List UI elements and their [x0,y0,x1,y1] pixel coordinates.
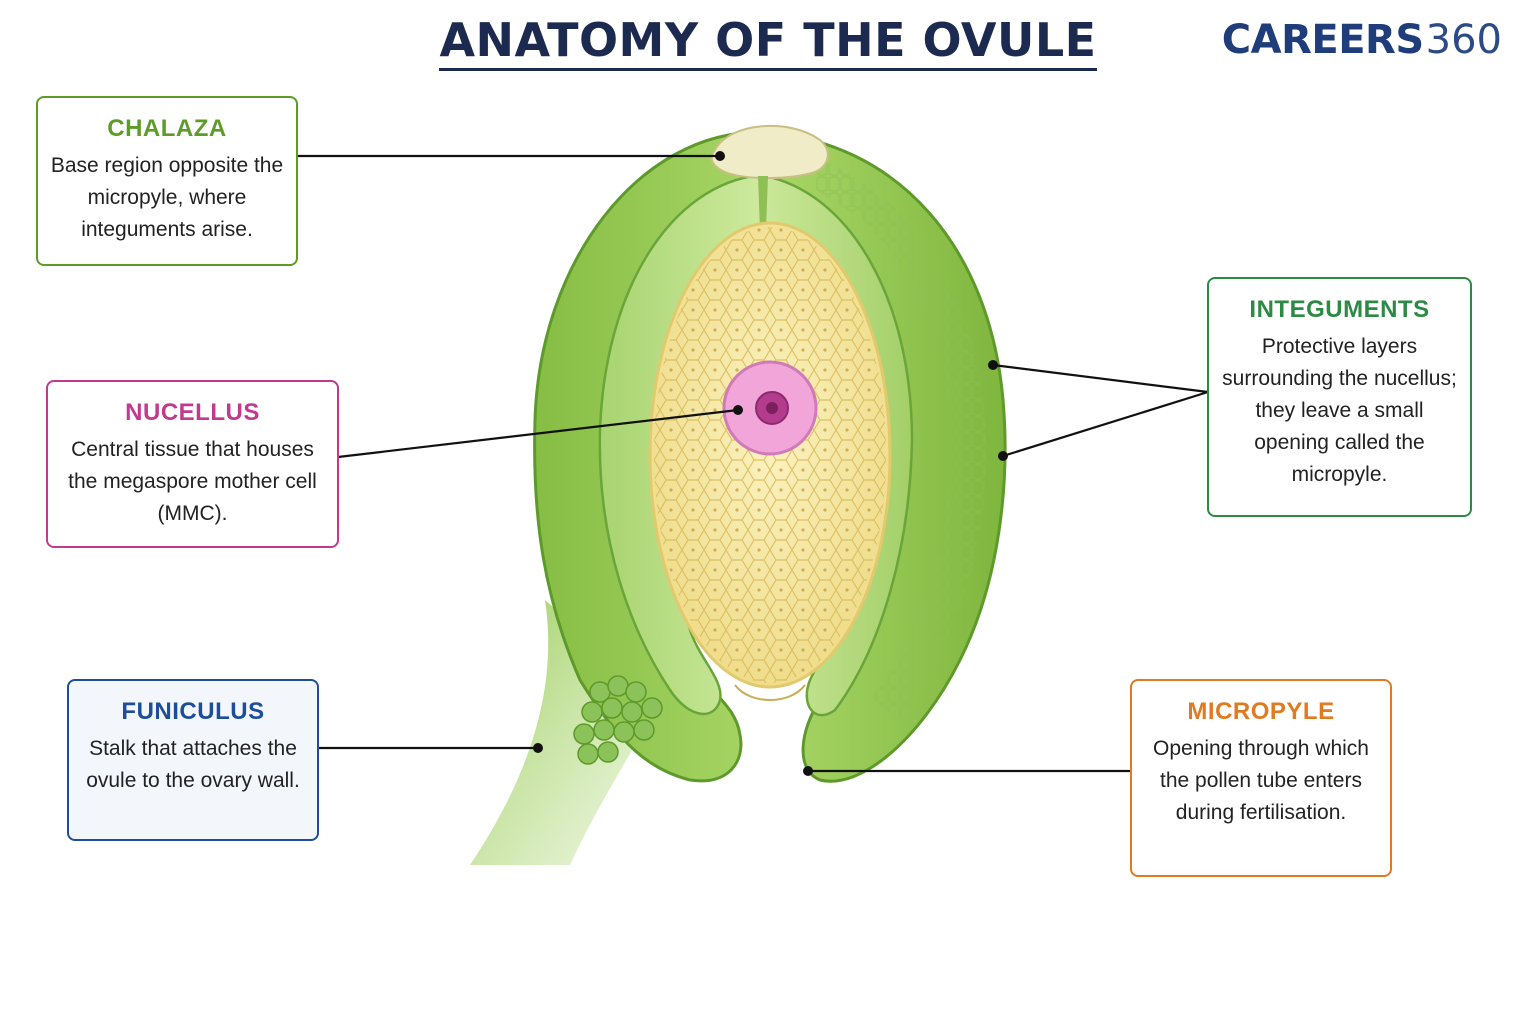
micropyle-label-title: MICROPYLE [1187,698,1335,725]
integuments-label-title: INTEGUMENTS [1249,296,1430,323]
nucellus-label-card: NUCELLUS Central tissue that houses the … [46,380,339,548]
title-wrap: ANATOMY OF THE OVULE [0,14,1536,71]
integument-cell-band [815,160,986,720]
integuments-label-card: INTEGUMENTS Protective layers surroundin… [1207,277,1472,517]
brand-logo: CAREERS360 [1222,18,1502,62]
nucellus-label-title: NUCELLUS [125,399,260,426]
chalaza-vascular-strand [758,176,768,230]
funiculus-label-card: FUNICULUS Stalk that attaches the ovule … [67,679,319,841]
funiculus-label-desc: Stalk that attaches the ovule to the ova… [86,737,300,792]
integuments-label-desc: Protective layers surrounding the nucell… [1222,335,1457,486]
nucellus-label-desc: Central tissue that houses the megaspore… [68,438,317,525]
chalaza-leader-dot [715,151,725,161]
micropyle-leader-dot [803,766,813,776]
chalaza-label-card: CHALAZA Base region opposite the micropy… [36,96,298,266]
integuments-leader-dot-upper [988,360,998,370]
chalaza-label-desc: Base region opposite the micropyle, wher… [50,154,284,241]
funiculus-label-title: FUNICULUS [121,698,265,725]
nucellus-leader-line [337,408,739,459]
nucellus-base [734,684,806,701]
integuments-leader-line-upper [992,363,1209,394]
integuments-leader-line-lower [1002,390,1209,458]
chalaza-label-title: CHALAZA [107,115,227,142]
micropyle-label-card: MICROPYLE Opening through which the poll… [1130,679,1392,877]
page-title: ANATOMY OF THE OVULE [439,14,1097,71]
micropyle-label-desc: Opening through which the pollen tube en… [1153,737,1369,824]
integuments-leader-dot-lower [998,451,1008,461]
brand-logo-bold: CAREERS [1221,17,1424,63]
funiculus-leader-dot [533,743,543,753]
brand-logo-number: 360 [1425,17,1502,63]
nucellus-leader-dot [733,405,743,415]
chalaza-tissue [710,124,829,179]
mmc-nucleolus [766,402,778,414]
vascular-bundle [573,675,663,765]
